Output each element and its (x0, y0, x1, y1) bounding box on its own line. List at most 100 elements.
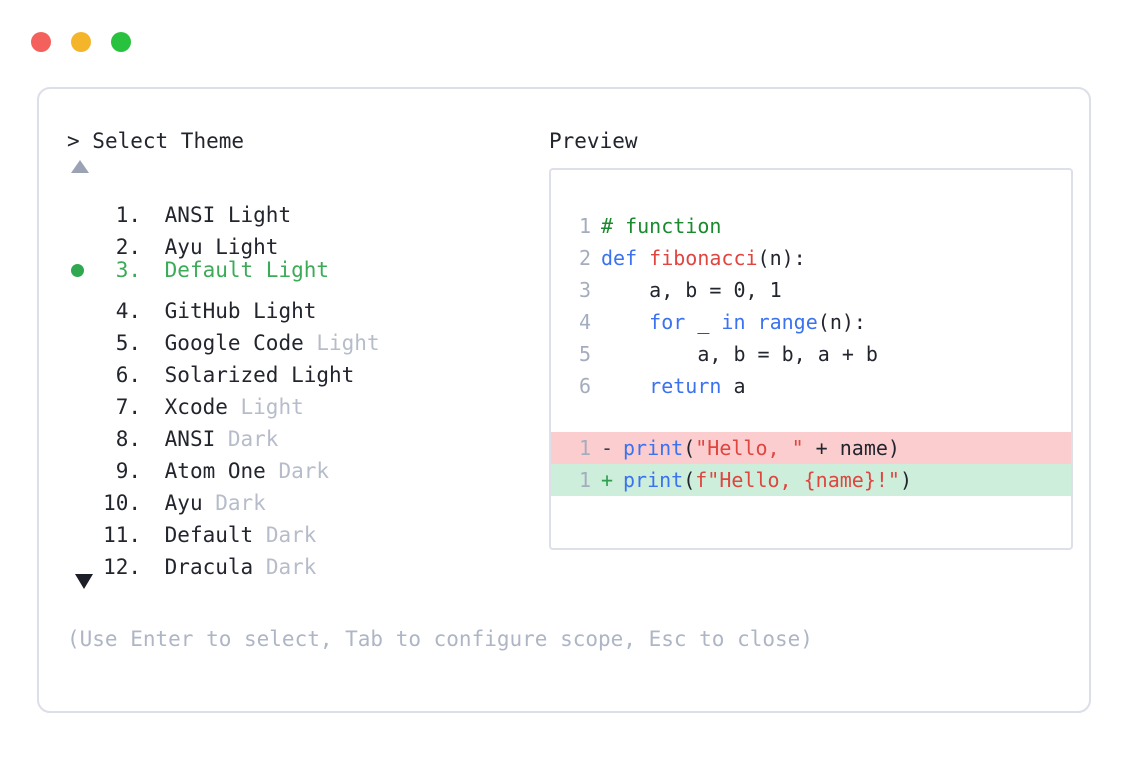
theme-item-index: 6. (115, 363, 141, 387)
diff-line-number: 1 (578, 436, 591, 460)
theme-list-item[interactable]: 10. Ayu Dark (67, 478, 537, 515)
theme-item-name: ANSI (164, 427, 216, 451)
theme-list-item[interactable]: 5. Google Code Light (67, 318, 537, 355)
theme-list-item[interactable]: 7. Xcode Light (67, 382, 537, 419)
line-number: 2 (578, 246, 591, 270)
index-spacer (141, 199, 154, 231)
code-token-plain: + name) (803, 436, 900, 460)
index-spacer (141, 295, 154, 327)
code-line-content: a, b = b, a + b (601, 338, 878, 370)
selection-indicator-cell (67, 478, 97, 510)
theme-item-name: Default (164, 523, 254, 547)
theme-list-item[interactable]: 11. Default Dark (67, 510, 537, 547)
maximize-button[interactable] (111, 32, 131, 52)
code-token-plain: , (745, 278, 770, 302)
index-spacer (141, 327, 154, 359)
code-token-keyword: print (623, 468, 684, 492)
code-token-string: f"Hello, {name}!" (695, 468, 900, 492)
code-token-plain: ( (683, 468, 696, 492)
code-token-comment: # function (601, 214, 722, 238)
theme-list-item[interactable]: 2. Ayu Light (67, 222, 537, 259)
index-spacer (141, 391, 154, 423)
theme-list-item[interactable]: 1. ANSI Light (67, 190, 537, 227)
selection-indicator-cell (67, 446, 97, 478)
scroll-up-indicator[interactable] (67, 160, 537, 186)
theme-list-item[interactable]: 12. Dracula Dark (67, 542, 537, 579)
theme-item-variant: Dark (253, 555, 317, 579)
code-line-content: a, b = 0, 1 (601, 274, 782, 306)
diff-line-content: print("Hello, " + name) (623, 432, 900, 464)
selection-indicator-cell (67, 222, 97, 254)
theme-list-item[interactable]: 8. ANSI Dark (67, 414, 537, 451)
code-token-plain: ) (899, 468, 913, 492)
theme-item-index: 1. (115, 203, 141, 227)
line-number: 3 (578, 278, 591, 302)
theme-item-index: 11. (103, 523, 141, 547)
selection-indicator-cell (67, 350, 97, 382)
index-spacer (141, 254, 154, 286)
preview-title: Preview (549, 129, 638, 153)
theme-item-index: 2. (115, 235, 141, 259)
code-line: 1# function (569, 210, 1071, 242)
theme-item-index: 7. (115, 395, 141, 419)
code-line: 3 a, b = 0, 1 (569, 274, 1071, 306)
code-token-number: 1 (769, 278, 782, 302)
theme-list-item[interactable]: 6. Solarized Light (67, 350, 537, 387)
theme-item-name: Dracula (164, 555, 254, 579)
code-spacer (551, 402, 1071, 432)
theme-item-index: 4. (115, 299, 141, 323)
theme-item-index: 10. (103, 491, 141, 515)
line-number: 4 (578, 310, 591, 334)
code-token-number: 0 (733, 278, 746, 302)
minimize-button[interactable] (71, 32, 91, 52)
triangle-down-icon (75, 574, 93, 589)
code-line-content: def fibonacci(n): (601, 242, 806, 274)
close-button[interactable] (31, 32, 51, 52)
theme-item-index: 3. (115, 258, 141, 282)
selection-indicator-cell (67, 510, 97, 542)
code-token-plain (601, 374, 649, 398)
code-token-plain: a, b = b, a + b (601, 342, 878, 366)
diff-line-content: print(f"Hello, {name}!") (623, 464, 912, 496)
theme-item-name: Atom One (164, 459, 266, 483)
code-line-content: # function (601, 210, 721, 242)
theme-item-index: 12. (103, 555, 141, 579)
code-line-content: for _ in range(n): (601, 306, 866, 338)
selection-indicator-cell (67, 286, 97, 318)
triangle-up-icon (71, 160, 89, 173)
diff-line-add: 1 + print(f"Hello, {name}!") (551, 464, 1071, 496)
scroll-down-indicator[interactable] (67, 574, 537, 600)
diff-line-del: 1-print("Hello, " + name) (551, 432, 1071, 464)
line-number: 5 (578, 342, 591, 366)
theme-list-item[interactable]: 4. GitHub Light (67, 286, 537, 323)
code-token-plain (601, 310, 649, 334)
theme-item-index: 9. (115, 459, 141, 483)
index-spacer (141, 423, 154, 455)
code-token-keyword: range (757, 310, 818, 334)
diff-line-number: 1 (578, 468, 591, 492)
code-line: 2 def fibonacci(n): (569, 242, 1071, 274)
theme-item-name: ANSI Light (164, 203, 292, 227)
index-spacer (141, 359, 154, 391)
selection-indicator-cell (67, 255, 97, 287)
page-title-text: Select Theme (92, 129, 245, 153)
code-token-plain: (n): (757, 246, 806, 270)
theme-list-item[interactable]: 9. Atom One Dark (67, 446, 537, 483)
selection-indicator-cell (67, 542, 97, 574)
code-token-plain (746, 310, 758, 334)
diff-sign: + (601, 468, 614, 492)
index-spacer (141, 455, 154, 487)
code-line: 4 for _ in range(n): (569, 306, 1071, 338)
theme-item-name: Default Light (164, 258, 330, 282)
code-line-content: return a (601, 370, 745, 402)
theme-list-item[interactable]: 3. Default Light (67, 254, 537, 286)
diff-area: 1-print("Hello, " + name)1+print(f"Hello… (551, 432, 1071, 496)
code-token-plain: (n): (817, 310, 866, 334)
code-token-keyword: print (623, 436, 684, 460)
theme-item-variant: Dark (202, 491, 266, 515)
